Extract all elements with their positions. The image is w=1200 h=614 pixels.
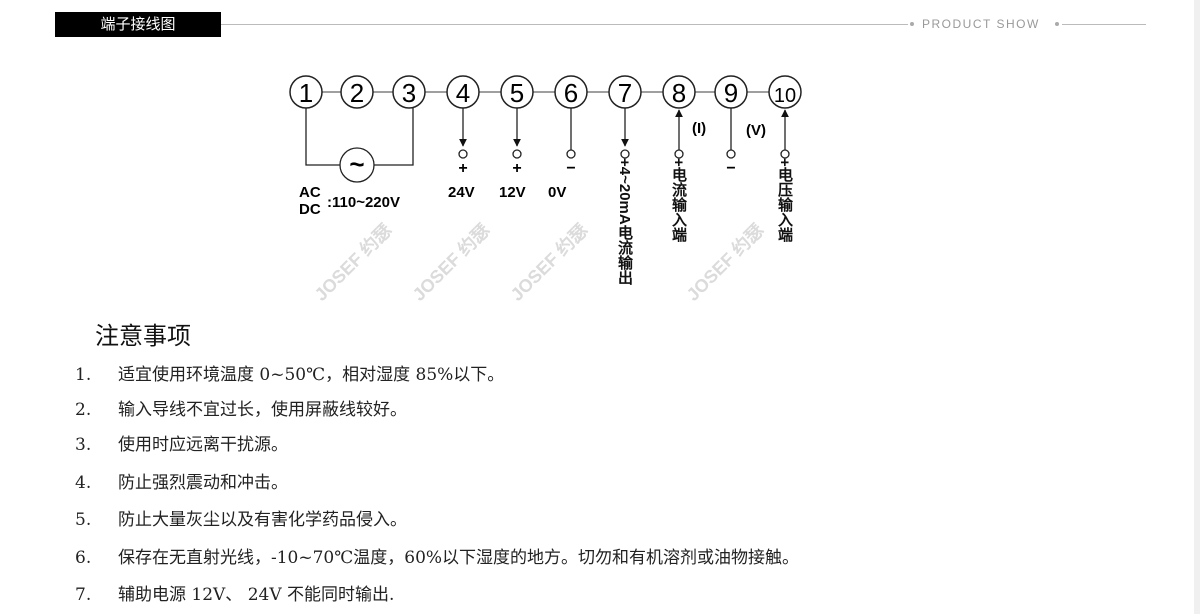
header-dot: [1055, 22, 1059, 26]
note-number: 4.: [75, 473, 92, 493]
voltage-mark: (V): [746, 122, 766, 139]
note-item: 1. 适宜使用环境温度 0~50℃，相对湿度 85%以下。: [75, 360, 504, 385]
terminal-number: 5: [510, 78, 524, 108]
minus-sign: −: [726, 160, 735, 177]
current-mark: (I): [692, 120, 706, 137]
note-text: 使用时应远离干扰源。: [118, 435, 288, 455]
t8-current-input-label: +电流输入端: [670, 158, 687, 242]
power-dc-label: DC: [299, 201, 321, 218]
terminal-wires: [458, 108, 790, 159]
minus-sign: −: [566, 160, 575, 177]
terminal-circle: [768, 75, 802, 109]
terminal-number: 10: [774, 85, 796, 107]
out-0v-label: 0V: [548, 184, 566, 201]
ac-loop: [305, 108, 414, 183]
note-number: 2.: [75, 400, 92, 420]
power-range-label: :110~220V: [327, 194, 400, 211]
header-dot: [910, 22, 914, 26]
terminal-number: 1: [299, 78, 313, 108]
note-number: 7.: [75, 585, 92, 605]
note-text: 输入导线不宜过长，使用屏蔽线较好。: [118, 400, 407, 420]
note-text: 防止强烈震动和冲击。: [118, 473, 288, 493]
power-ac-label: AC: [299, 184, 321, 201]
note-text: 适宜使用环境温度 0~50℃，相对湿度 85%以下。: [118, 365, 505, 385]
note-number: 6.: [75, 548, 92, 568]
out-24v-label: 24V: [448, 184, 475, 201]
note-item: 7. 辅助电源 12V、 24V 不能同时输出.: [75, 580, 394, 605]
notes-title: 注意事项: [95, 322, 191, 350]
terminal-number: 6: [564, 78, 578, 108]
terminal-circle: [662, 75, 696, 109]
terminal-number: 7: [618, 78, 632, 108]
ac-source-icon: ~: [349, 149, 364, 179]
plus-sign: +: [512, 160, 521, 177]
t7-current-output-label: +4~20mA电流输出: [616, 158, 633, 285]
note-text: 保存在无直射光线，-10~70℃温度，60%以下湿度的地方。切勿和有机溶剂或油物…: [118, 548, 800, 568]
note-text: 防止大量灰尘以及有害化学药品侵入。: [118, 510, 407, 530]
note-number: 3.: [75, 435, 92, 455]
note-text: 辅助电源 12V、 24V 不能同时输出.: [118, 585, 395, 605]
svg-text:JOSEF 约瑟: JOSEF 约瑟: [408, 219, 494, 305]
t10-voltage-input-label: +电压输入端: [776, 158, 793, 242]
section-title: 端子接线图: [55, 12, 221, 37]
header-divider: [1062, 24, 1146, 25]
note-item: 4. 防止强烈震动和冲击。: [75, 468, 288, 493]
terminal-circle: [392, 75, 426, 109]
watermark: JOSEF 约瑟 JOSEF 约瑟 JOSEF 约瑟 JOSEF 约瑟: [310, 219, 768, 305]
svg-text:JOSEF 约瑟: JOSEF 约瑟: [506, 219, 592, 305]
svg-text:JOSEF 约瑟: JOSEF 约瑟: [310, 219, 396, 305]
header-divider: [221, 24, 908, 25]
note-item: 6. 保存在无直射光线，-10~70℃温度，60%以下湿度的地方。切勿和有机溶剂或…: [75, 543, 799, 568]
note-item: 2. 输入导线不宜过长，使用屏蔽线较好。: [75, 395, 407, 420]
svg-text:JOSEF 约瑟: JOSEF 约瑟: [682, 219, 768, 305]
note-item: 5. 防止大量灰尘以及有害化学药品侵入。: [75, 505, 407, 530]
note-item: 3. 使用时应远离干扰源。: [75, 430, 288, 455]
terminal-number: 8: [672, 78, 686, 108]
terminal-number: 3: [402, 78, 416, 108]
note-number: 5.: [75, 510, 92, 530]
out-12v-label: 12V: [499, 184, 526, 201]
terminal-circle: [340, 75, 374, 109]
note-number: 1.: [75, 365, 92, 385]
terminal-number: 2: [350, 78, 364, 108]
scrollbar[interactable]: [1194, 0, 1200, 614]
terminal-number: 9: [724, 78, 738, 108]
product-show-label: PRODUCT SHOW: [922, 17, 1040, 31]
terminal-number: 4: [456, 78, 470, 108]
plus-sign: +: [458, 160, 467, 177]
